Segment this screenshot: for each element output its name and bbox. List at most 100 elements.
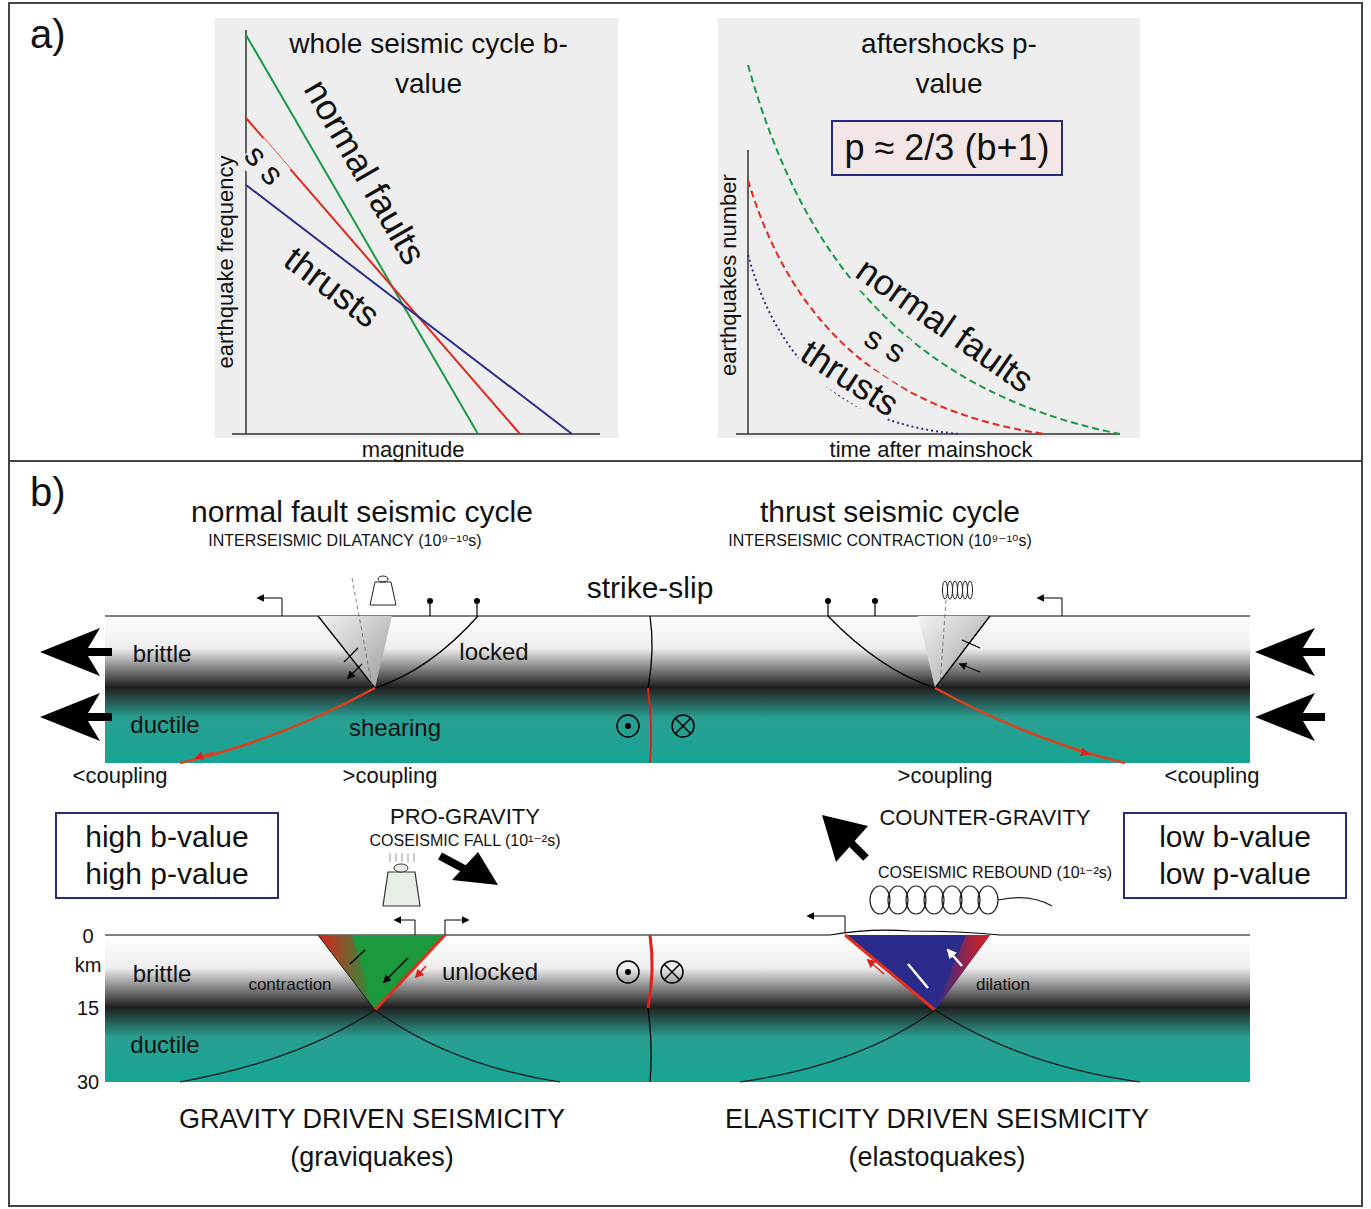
interseismic-section [940,600,946,686]
interseismic-section [318,616,478,688]
text-label: shearing [349,715,441,741]
coseismic-section [661,961,683,983]
coseismic-section [664,964,680,980]
text-label: ductile [130,712,199,738]
text-label: strike-slip [587,571,714,604]
interseismic-section [258,598,282,616]
interseismic-section [378,576,388,582]
coseismic-section [906,886,926,914]
interseismic-section [828,616,990,688]
coseismic-section [740,1010,1140,1082]
text-label: magnitude [362,438,465,462]
interseismic-section [648,616,652,688]
text-label: COSEISMIC REBOUND (10¹⁻²s) [878,864,1112,882]
interseismic-section [474,598,480,604]
p-value-chart [748,65,1120,434]
text-label: thrust seismic cycle [760,495,1020,528]
p-value-chart [748,180,1045,434]
text-label: (graviquakes) [290,1143,454,1173]
coseismic-section [105,935,1250,1008]
text-label: >coupling [898,764,993,788]
coseismic-section [935,935,990,1010]
interseismic-section [675,718,691,734]
interseismic-section [672,715,694,737]
text-label: GRAVITY DRIVEN SEISMICITY [179,1105,565,1135]
text-label: 30 [77,1071,99,1093]
text-label: <coupling [1165,764,1260,788]
interseismic-section [948,581,953,599]
interseismic-section [105,616,1250,688]
box-text: low b-value low p-value [1135,818,1335,893]
coseismic-section [868,960,884,974]
text-label: normal fault seismic cycle [191,495,533,528]
coseismic-section [318,935,445,1010]
coseismic-section [888,886,908,914]
interseismic-section [617,715,639,737]
coseismic-section [180,1010,560,1082]
interseismic-section [370,582,396,605]
interseismic-section [318,616,392,688]
coseismic-section [960,886,980,914]
box-text: high b-value high p-value [67,818,267,893]
text-label: COUNTER-GRAVITY [879,806,1090,830]
coseismic-section [978,886,998,914]
chart-title: aftershocks p-value [849,24,1049,104]
interseismic-section [427,598,433,604]
coseismic-section [924,886,944,914]
coseismic-section [390,853,414,862]
coseismic-section [998,898,1052,906]
interseismic-section [40,628,112,676]
interseismic-section [960,640,980,672]
interseismic-section [1070,748,1088,754]
b-value-chart [215,18,618,438]
chart-area: p ≈ 2/3 (b+1)aftershocks p-value [718,18,1140,438]
interseismic-section [625,723,631,729]
coseismic-section [822,815,868,862]
interseismic-section [943,581,973,599]
interseismic-section [872,598,878,604]
interseismic-section [935,688,1125,763]
text-label: time after mainshock [830,438,1033,462]
text-label: INTERSEISMIC DILATANCY (10⁹⁻¹⁰s) [208,532,481,550]
panel-letter: a) [10,4,86,64]
coseismic-section [648,1008,651,1082]
coseismic-section [848,840,866,858]
interseismic-section [1255,628,1325,676]
value-box: low b-value low p-value [1123,812,1347,899]
interseismic-section [1255,693,1325,741]
interseismic-section [196,752,214,758]
interseismic-section [963,581,968,599]
interseismic-section [40,693,112,741]
text-label: >coupling [343,764,438,788]
p-value-chart [718,18,1140,438]
coseismic-section [105,930,1250,935]
text-label: contraction [248,976,331,995]
curve-label: earthquake frequency [214,156,238,369]
coseismic-section [808,916,845,932]
text-label: ELASTICITY DRIVEN SEISMICITY [725,1105,1149,1135]
panel-letter: b) [10,462,86,522]
interseismic-section [825,598,831,604]
coseismic-section [416,966,426,977]
coseismic-section [845,935,935,1010]
coseismic-section [318,935,375,1010]
text-label: INTERSEISMIC CONTRACTION (10⁹⁻¹⁰s) [728,532,1032,550]
text-label: unlocked [442,959,538,985]
coseismic-section [395,920,415,935]
interseismic-section [648,688,651,763]
interseismic-section [968,581,973,599]
coseismic-section [445,920,468,935]
coseismic-section [318,935,375,1010]
coseismic-section [625,969,631,975]
interseismic-section [918,616,990,688]
panel: whole seismic cycle b-valuep ≈ 2/3 (b+1)… [8,2,1363,462]
text-label: ductile [130,1032,199,1058]
text-label: brittle [133,961,192,987]
coseismic-section [648,935,652,1008]
interseismic-section [105,688,1250,763]
interseismic-section [180,688,375,763]
interseismic-section [943,581,948,599]
text-label: locked [459,639,528,665]
